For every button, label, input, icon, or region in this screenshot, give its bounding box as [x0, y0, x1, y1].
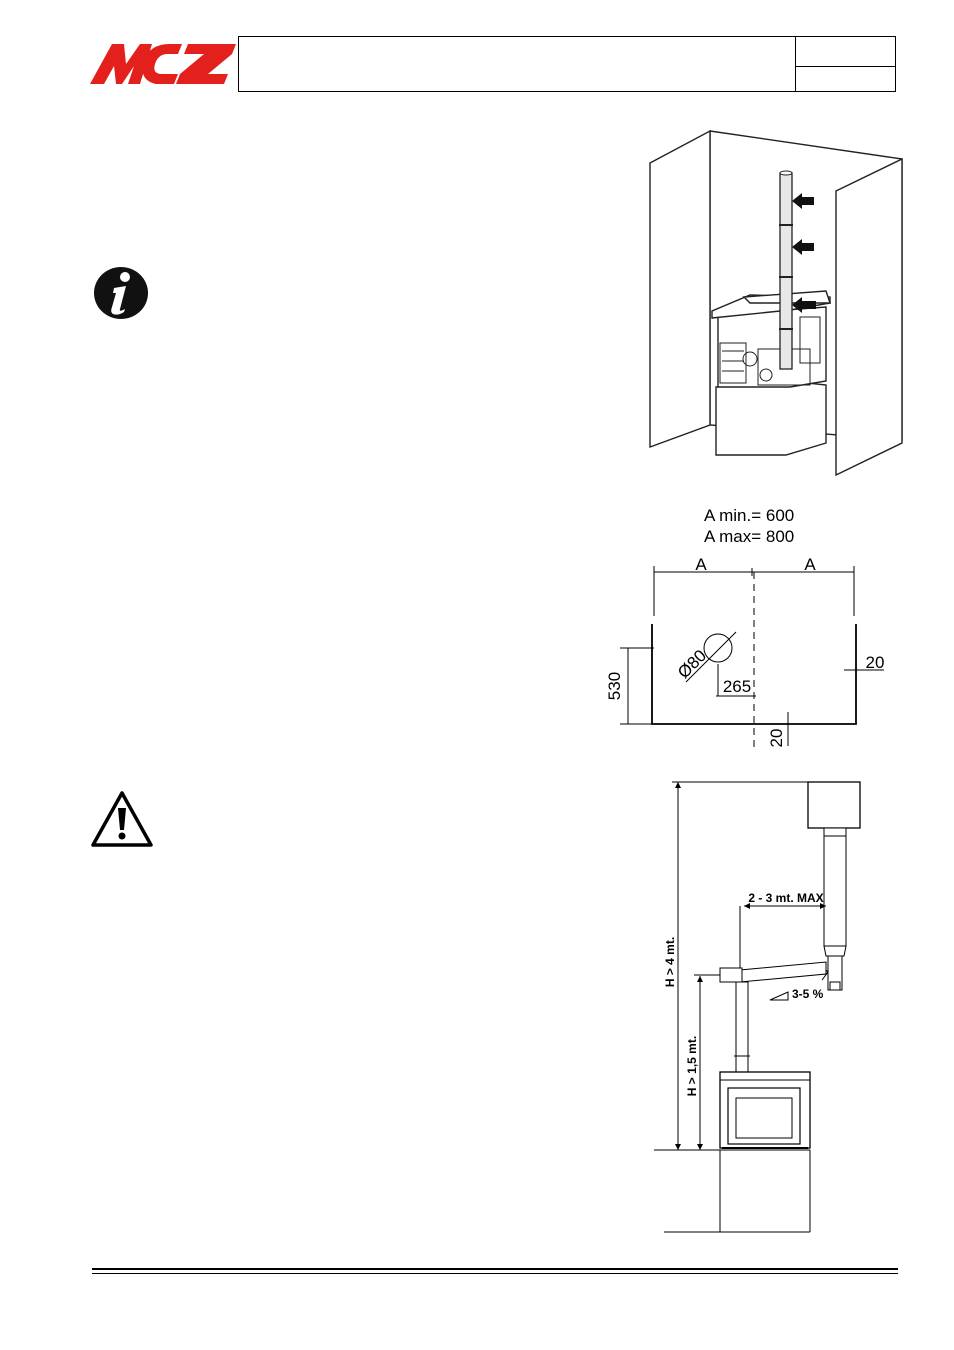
flue-height-vertical: H > 1,5 mt. [685, 1036, 699, 1096]
niche-plan-diagram: A A 530 Ø80 265 20 20 [605, 556, 885, 752]
header-page-divider [796, 66, 896, 67]
dim-265: 265 [723, 677, 751, 696]
header-page-box [795, 36, 896, 92]
flue-installation-diagram: 2 - 3 mt. MAX 3-5 % H > 4 mt. H > 1,5 mt… [654, 781, 861, 1233]
stove-niche-illustration [649, 129, 903, 477]
dim-20-bottom: 20 [767, 729, 786, 748]
flue-horizontal-max: 2 - 3 mt. MAX [748, 891, 823, 905]
dim-a-right: A [804, 556, 816, 574]
flue-slope: 3-5 % [792, 987, 824, 1001]
footer-rule [92, 1268, 898, 1270]
a-max-spec: A max= 800 [704, 527, 795, 546]
info-icon [94, 267, 148, 319]
dim-20-side: 20 [866, 653, 885, 672]
dim-530: 530 [605, 672, 624, 700]
dim-a-left: A [695, 556, 707, 574]
flue-height-total: H > 4 mt. [663, 937, 677, 987]
warning-triangle-icon [91, 791, 153, 847]
mcz-logo [90, 44, 236, 84]
header-title-box [238, 36, 896, 92]
a-min-spec: A min.= 600 [704, 506, 795, 525]
footer-rule-thin [92, 1273, 898, 1274]
